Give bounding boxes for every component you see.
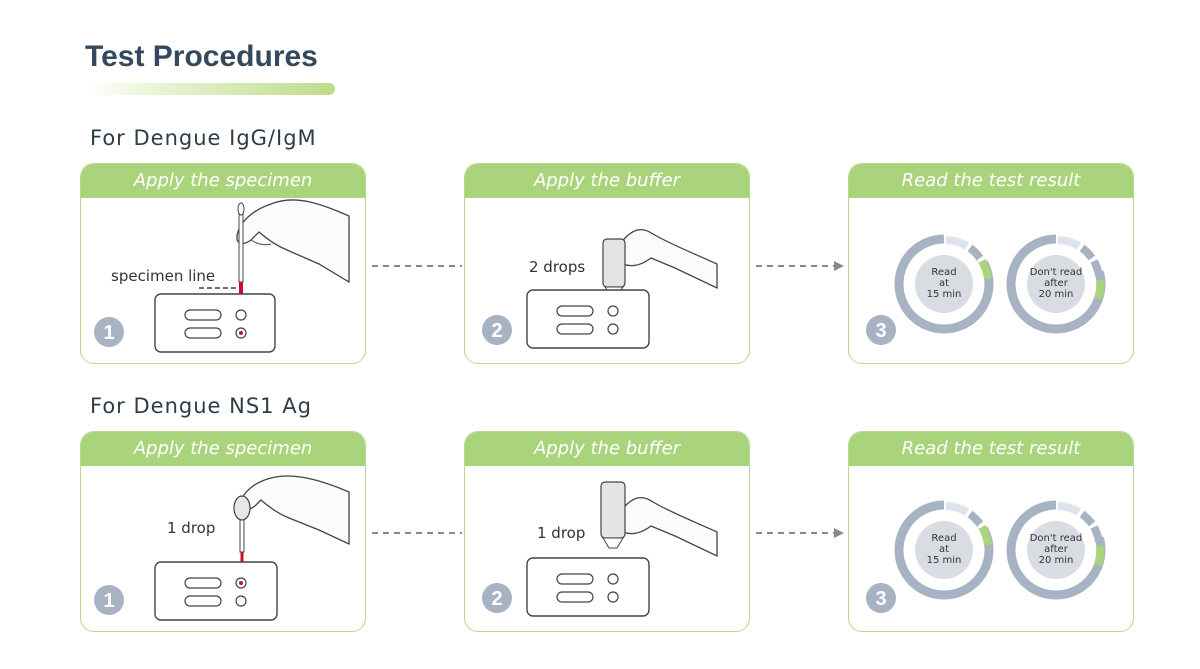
step-card-apply-buffer: Apply the buffer 1 drop 2	[464, 431, 750, 632]
section-title-igg-igm: For Dengue IgG/IgM	[90, 126, 317, 150]
timer-text: 20 min	[1039, 289, 1074, 300]
hand-icon	[236, 199, 350, 284]
timer-text: at	[939, 278, 949, 289]
step-header: Read the test result	[849, 164, 1133, 198]
buffer-bottle-icon	[600, 481, 626, 549]
hand-icon	[616, 496, 718, 558]
step-card-read-result: Read the test result Read at 15 min Don'…	[848, 163, 1134, 364]
step-number: 1	[103, 590, 114, 612]
step-number-badge	[866, 315, 896, 345]
step-header: Apply the buffer	[465, 432, 749, 466]
hand-icon	[240, 475, 350, 546]
dashed-arrow	[756, 528, 844, 538]
step-header: Apply the specimen	[81, 164, 365, 198]
timer-dont-read-icon: Don't read after 20 min	[1006, 499, 1106, 600]
timer-text: Read	[931, 267, 956, 278]
timer-text: 20 min	[1039, 555, 1074, 566]
step-label: 1 drop	[167, 519, 215, 537]
timer-text: 15 min	[927, 289, 962, 300]
page-title: Test Procedures	[85, 40, 318, 73]
step-number-badge	[482, 315, 512, 345]
timer-dont-read-icon: Don't read after 20 min	[1006, 233, 1106, 334]
dashed-arrow	[756, 261, 844, 271]
dashed-arrow	[372, 265, 462, 267]
timer-read-icon: Read at 15 min	[894, 233, 994, 334]
test-cassette-icon	[526, 557, 650, 617]
step-header: Apply the buffer	[465, 164, 749, 198]
step-number: 1	[103, 322, 114, 344]
step-label: specimen line	[111, 267, 215, 285]
step-number-badge	[94, 585, 124, 615]
step-number-badge	[94, 317, 124, 347]
test-cassette-icon	[154, 561, 278, 621]
section-title-ns1-ag: For Dengue NS1 Ag	[90, 394, 312, 418]
step-number: 2	[491, 588, 502, 610]
title-underline-bar	[85, 83, 335, 95]
buffer-bottle-icon	[602, 238, 626, 297]
step-card-apply-buffer: Apply the buffer 2 drops 2	[464, 163, 750, 364]
step-label: 2 drops	[529, 258, 585, 276]
hand-icon	[616, 228, 718, 290]
dashed-arrow	[372, 532, 462, 534]
test-cassette-icon	[154, 293, 276, 353]
step-number-badge	[482, 583, 512, 613]
timer-text: Don't read	[1030, 533, 1083, 544]
timer-text: after	[1044, 544, 1069, 555]
step-card-read-result: Read the test result Read at 15 min Don'…	[848, 431, 1134, 632]
timer-text: after	[1044, 278, 1069, 289]
timer-text: Don't read	[1030, 267, 1083, 278]
timer-text: 15 min	[927, 555, 962, 566]
timer-text: Read	[931, 533, 956, 544]
swab-stick-icon	[237, 202, 245, 296]
step-number: 3	[875, 320, 886, 342]
timer-read-icon: Read at 15 min	[894, 499, 994, 600]
step-number: 3	[875, 588, 886, 610]
step-header: Read the test result	[849, 432, 1133, 466]
step-number-badge	[866, 583, 896, 613]
step-card-apply-specimen: Apply the specimen specimen line 1	[80, 163, 366, 364]
timer-text: at	[939, 544, 949, 555]
step-card-apply-specimen: Apply the specimen 1 drop 1	[80, 431, 366, 632]
step-number: 2	[491, 320, 502, 342]
step-header: Apply the specimen	[81, 432, 365, 466]
test-cassette-icon	[526, 289, 650, 349]
step-label: 1 drop	[537, 524, 585, 542]
